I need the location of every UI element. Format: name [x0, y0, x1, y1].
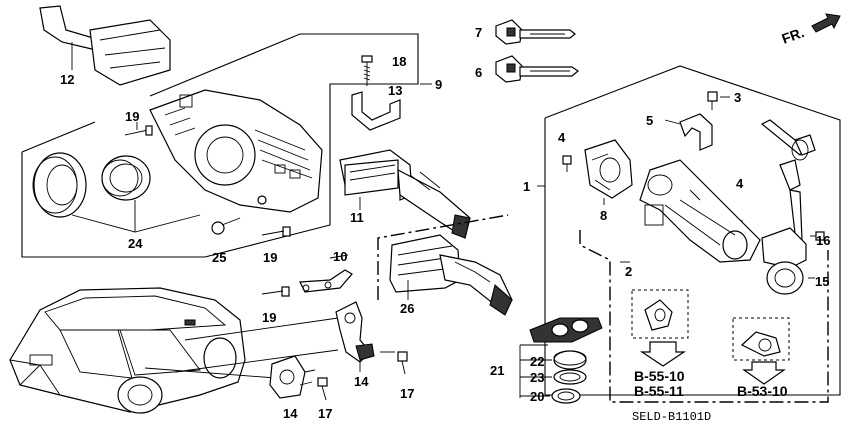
callout-19-low: 19 — [262, 310, 276, 325]
callout-26: 26 — [400, 301, 414, 316]
callout-21: 21 — [490, 363, 504, 378]
reference-box-b — [732, 317, 790, 385]
callout-11: 11 — [350, 210, 364, 225]
callout-12: 12 — [60, 72, 74, 87]
callout-17-left: 17 — [318, 406, 332, 421]
screw-16 — [810, 231, 825, 241]
reference-b-53-10: B-53-10 — [737, 383, 788, 399]
callout-8: 8 — [600, 208, 607, 223]
leader-24 — [71, 214, 201, 233]
callout-24: 24 — [128, 236, 143, 251]
lock-cylinder-15 — [761, 227, 807, 295]
screw-19-low — [261, 286, 290, 297]
wiper-switch-26 — [377, 214, 513, 316]
front-direction-arrow: FR. — [780, 13, 841, 47]
callout-15: 15 — [815, 274, 829, 289]
callout-10: 10 — [333, 249, 347, 264]
callout-labels: 7 6 12 18 9 13 19 24 25 19 11 10 19 26 1… — [60, 25, 830, 421]
light-switch-11 — [339, 149, 471, 239]
callout-19-mid: 19 — [263, 250, 277, 265]
callout-25: 25 — [212, 250, 226, 265]
arrow-icon — [811, 13, 841, 33]
group-box-9 — [149, 33, 419, 258]
bracket-13 — [351, 91, 401, 131]
callout-9: 9 — [435, 77, 442, 92]
callout-14-right: 14 — [354, 374, 369, 389]
screw-4-left — [562, 155, 572, 172]
reference-b-55-10: B-55-10 — [634, 368, 685, 384]
callout-5: 5 — [646, 113, 653, 128]
bracket-10 — [299, 269, 353, 293]
callout-6: 6 — [475, 65, 482, 80]
key-7 — [495, 19, 576, 45]
group-box-2 — [579, 230, 829, 403]
callout-18: 18 — [392, 54, 406, 69]
reference-b-55-11: B-55-11 — [634, 383, 684, 399]
callout-7: 7 — [475, 25, 482, 40]
bolt-25 — [211, 217, 241, 235]
callout-1: 1 — [523, 179, 530, 194]
combination-switch-group — [21, 5, 419, 258]
callout-23: 23 — [530, 370, 544, 385]
screw-3 — [707, 91, 718, 110]
group-box-edge — [21, 121, 96, 153]
callout-14-left: 14 — [283, 406, 298, 421]
callout-3: 3 — [734, 90, 741, 105]
screw-19-mid — [261, 226, 291, 237]
callout-2: 2 — [625, 264, 632, 279]
group-box-24 — [21, 152, 205, 258]
callout-20: 20 — [530, 389, 544, 404]
front-direction-label: FR. — [780, 24, 807, 47]
leader-lines — [71, 42, 815, 372]
remote-transmitter-21 — [519, 317, 603, 404]
diagram-code: SELD-B1101D — [632, 410, 711, 424]
group-box-1 — [544, 65, 841, 396]
wiper-lever-12 — [39, 5, 171, 86]
clamp-5 — [679, 113, 713, 151]
vehicle-outline — [9, 287, 339, 414]
door-switch-14-left — [269, 355, 316, 399]
key-6 — [495, 55, 580, 83]
group-box-26 — [377, 214, 509, 300]
callout-17-right: 17 — [400, 386, 414, 401]
callout-4-left: 4 — [558, 130, 566, 145]
callout-22: 22 — [530, 354, 544, 369]
reference-box-a — [631, 289, 689, 367]
callout-13: 13 — [388, 83, 402, 98]
ignition-group — [544, 65, 841, 403]
callout-19-top: 19 — [125, 109, 139, 124]
switch-body — [149, 89, 323, 213]
screw-19-top — [124, 125, 153, 136]
reel-rings-24 — [32, 152, 151, 218]
ignition-switch-8 — [584, 139, 633, 199]
key-set — [760, 119, 816, 243]
bolt-18 — [361, 55, 373, 86]
bolt-17-right — [397, 351, 408, 375]
callout-16: 16 — [816, 233, 830, 248]
bolt-17-left — [317, 377, 328, 401]
steering-lock-assembly — [639, 159, 761, 263]
door-switch-14-right — [335, 301, 375, 363]
callout-4-right: 4 — [736, 176, 744, 191]
